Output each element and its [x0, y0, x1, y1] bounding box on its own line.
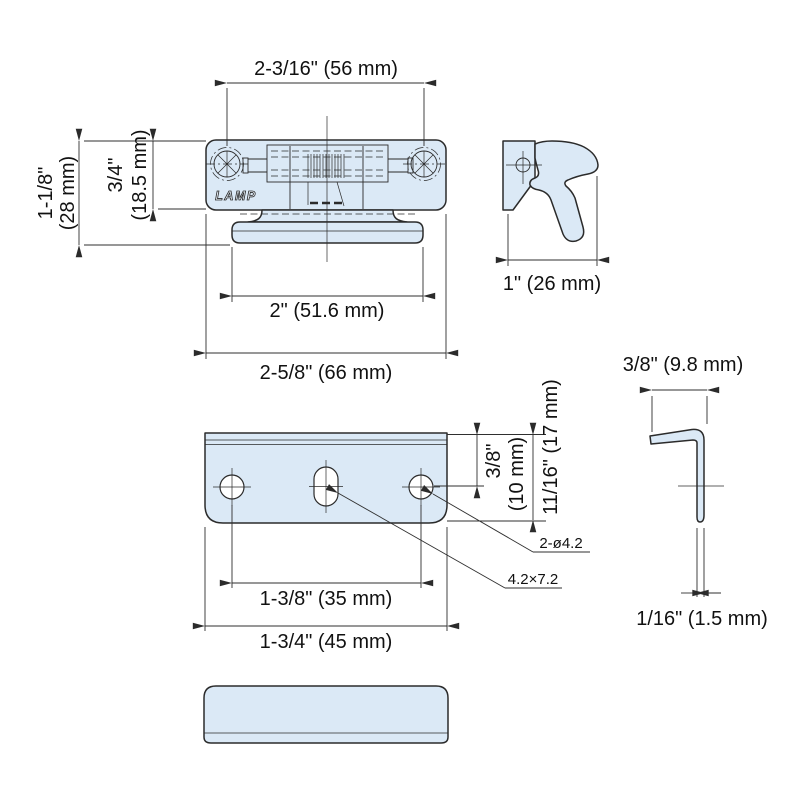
latch-side-plate: [502, 140, 536, 211]
strike-side-dimensions: [639, 386, 721, 597]
dim-label-catch-width: 2" (51.6 mm): [270, 300, 385, 322]
right-rod: [388, 158, 408, 173]
latch-front-dimensions: [75, 79, 459, 359]
latch-catch-bar: [231, 221, 424, 244]
right-screw-hole: [403, 147, 445, 181]
slide-channel-edges: [289, 146, 364, 209]
spring-coil: [307, 154, 345, 178]
dim-label-plate-height-mm: (18.5 mm): [129, 129, 151, 220]
strike-front-dimensions: [192, 422, 590, 631]
latch-side-view: 1" (26 mm): [495, 140, 610, 295]
dim-label-total-height-in: 1-1/8": [35, 167, 57, 220]
bend-lines: [205, 439, 447, 445]
dim-label-hole-offset-in: 3/8": [483, 444, 505, 479]
dim-label-plate-height-in: 3/4": [105, 158, 127, 193]
left-screw-hole: [206, 147, 248, 181]
dim-label-strike-height: 11/16" (17 mm): [540, 379, 562, 515]
note-label-slot: 4.2×7.2: [508, 571, 558, 588]
note-label-round-holes: 2-ø4.2: [539, 535, 582, 552]
dim-label-strike-thickness: 1/16" (1.5 mm): [636, 608, 768, 630]
dim-label-latch-depth: 1" (26 mm): [503, 273, 601, 295]
spring-housing: [266, 144, 389, 183]
housing-hidden-lines: [271, 150, 384, 177]
dim-label-total-height-mm: (28 mm): [57, 156, 79, 230]
pivot-center-lines: [506, 151, 542, 184]
dim-label-hole-spacing: 1-3/8" (35 mm): [260, 588, 393, 610]
latch-front-view: LAMP 2-3/16" (56 mm) 1-1/8" (28 mm) 3/4"…: [35, 58, 459, 384]
latch-hook-profile: [529, 140, 599, 243]
brand-logo: LAMP: [215, 189, 256, 203]
dim-label-top-width: 2-3/16" (56 mm): [254, 58, 398, 80]
latch-catch-flare: [247, 209, 408, 223]
strike-bottom-body: [203, 685, 449, 744]
strike-plate-bottom-view: [203, 685, 449, 744]
left-rod-cap: [242, 157, 249, 174]
dim-label-strike-width: 1-3/4" (45 mm): [260, 631, 393, 653]
dim-label-total-width: 2-5/8" (66 mm): [260, 362, 393, 384]
left-rod: [248, 158, 267, 173]
strike-plate-front-view: 3/8" (10 mm) 11/16" (17 mm) 2-ø4.2 4.2×7…: [192, 379, 590, 653]
spring-legs: [307, 181, 345, 207]
latch-side-dimensions: [495, 176, 610, 266]
dim-label-strike-depth: 3/8" (9.8 mm): [623, 354, 743, 376]
strike-angle-profile: [649, 428, 705, 523]
dim-label-hole-offset-mm: (10 mm): [506, 437, 528, 511]
strike-plate-side-view: 3/8" (9.8 mm) 1/16" (1.5 mm): [623, 354, 768, 630]
